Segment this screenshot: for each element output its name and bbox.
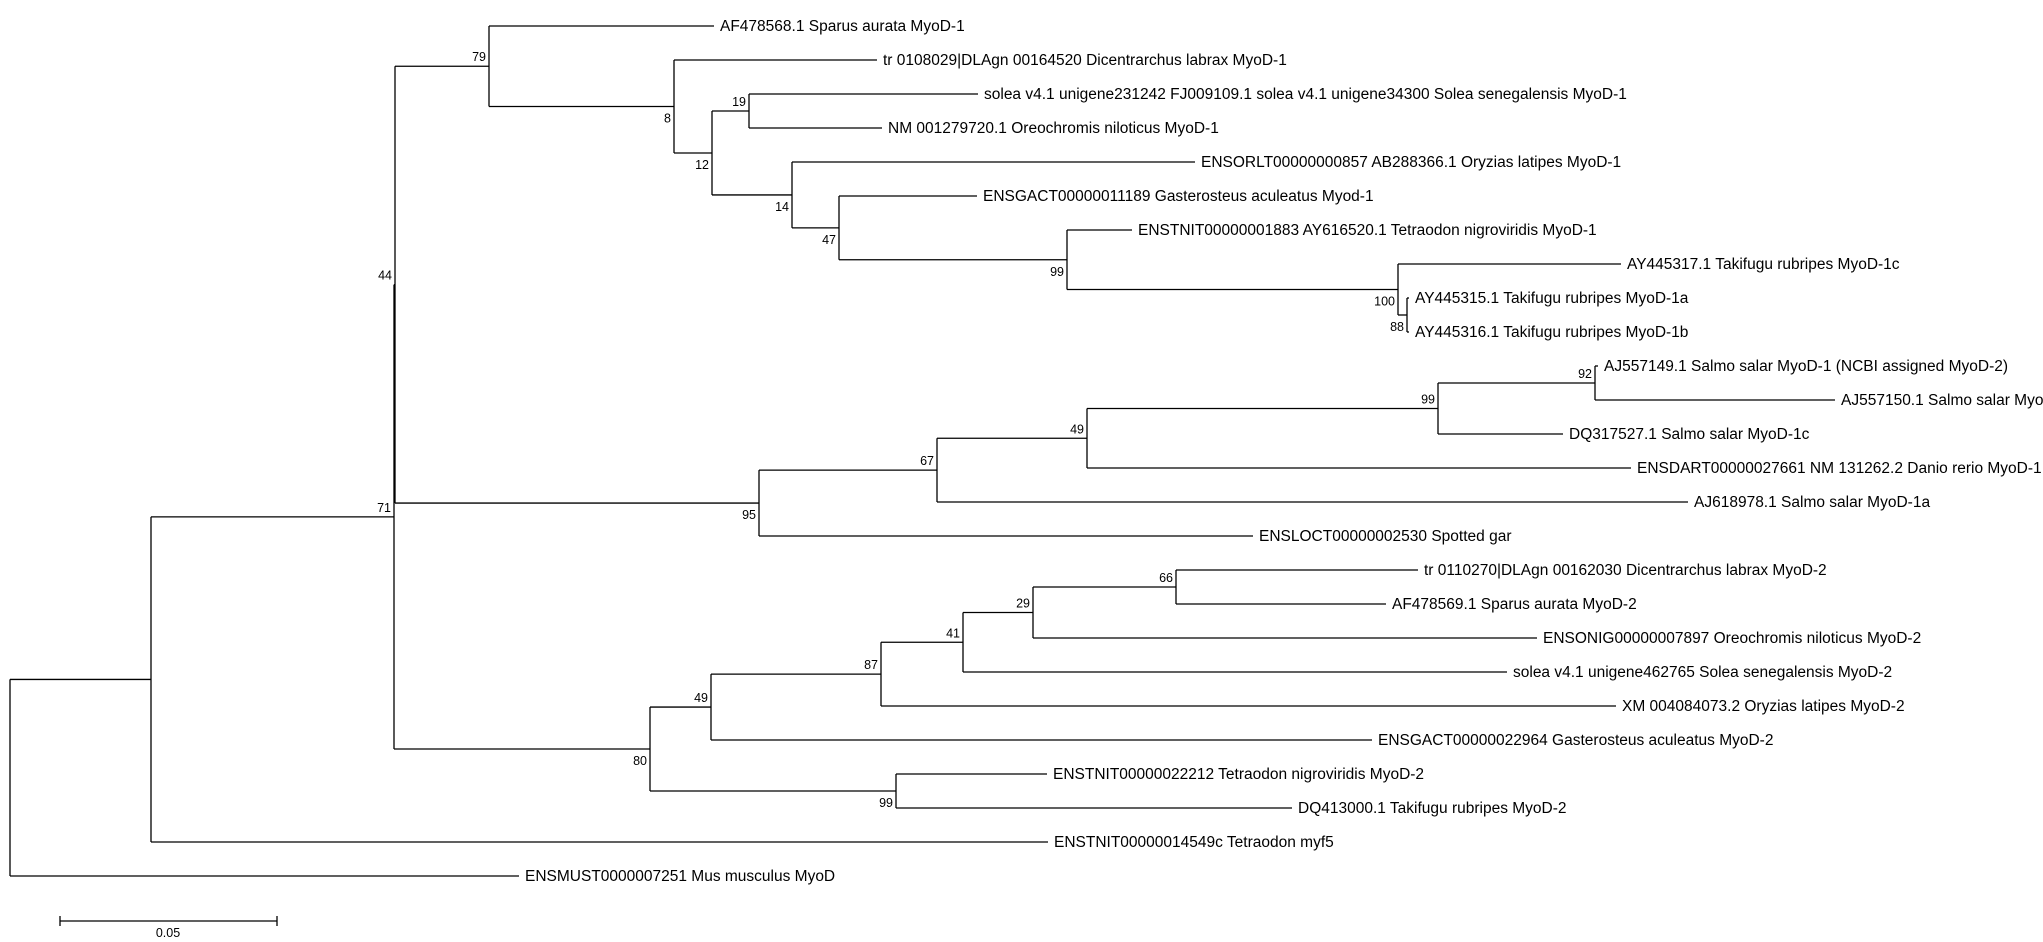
bootstrap-value: 19 [732,95,746,109]
bootstrap-value: 14 [775,200,789,214]
taxon-label-mus: ENSMUST0000007251 Mus musculus MyoD [525,868,835,885]
bootstrap-value: 71 [377,501,391,515]
taxon-label-salmo1b: AJ557150.1 Salmo salar MyoD-1b [1841,392,2043,409]
bootstrap-value: 66 [1159,571,1173,585]
taxon-label-salmo_ncbi: AJ557149.1 Salmo salar MyoD-1 (NCBI assi… [1604,358,2008,375]
taxon-label-sparus2: AF478569.1 Sparus aurata MyoD-2 [1392,596,1637,613]
taxon-label-oryz1: ENSORLT00000000857 AB288366.1 Oryzias la… [1201,154,1621,171]
bootstrap-value: 99 [879,796,893,810]
taxon-label-dicen2: tr 0110270|DLAgn 00162030 Dicentrarchus … [1424,562,1827,579]
taxon-label-salmo1a: AJ618978.1 Salmo salar MyoD-1a [1694,494,1930,511]
taxon-label-danio: ENSDART00000027661 NM 131262.2 Danio rer… [1637,460,2042,477]
taxon-label-taki2: DQ413000.1 Takifugu rubripes MyoD-2 [1298,800,1567,817]
bootstrap-value: 29 [1016,597,1030,611]
scale-bar-label: 0.05 [156,926,180,940]
taxon-label-gast1: ENSGACT00000011189 Gasterosteus aculeatu… [983,188,1374,205]
bootstrap-value: 49 [1070,422,1084,436]
taxon-label-gast2: ENSGACT00000022964 Gasterosteus aculeatu… [1378,732,1773,749]
bootstrap-value: 67 [920,454,934,468]
bootstrap-value: 88 [1390,320,1404,334]
taxon-label-myf5: ENSTNIT00000014549c Tetraodon myf5 [1054,834,1334,851]
tree-branches [9,25,1835,877]
bootstrap-value: 47 [822,233,836,247]
taxon-label-tetra2: ENSTNIT00000022212 Tetraodon nigroviridi… [1053,766,1424,783]
bootstrap-value: 44 [378,269,392,283]
bootstrap-value: 80 [633,754,647,768]
bootstrap-value: 99 [1050,265,1064,279]
taxon-label-solea1: solea v4.1 unigene231242 FJ009109.1 sole… [984,86,1627,103]
taxon-label-salmo1c: DQ317527.1 Salmo salar MyoD-1c [1569,426,1810,443]
taxon-label-tetra1: ENSTNIT00000001883 AY616520.1 Tetraodon … [1138,222,1597,239]
bootstrap-value: 8 [664,111,671,125]
bootstrap-value: 100 [1374,295,1395,309]
taxon-label-solea2: solea v4.1 unigene462765 Solea senegalen… [1513,664,1892,681]
bootstrap-value: 79 [472,50,486,64]
taxon-label-dicen1: tr 0108029|DLAgn 00164520 Dicentrarchus … [883,52,1287,69]
taxon-label-sparus1: AF478568.1 Sparus aurata MyoD-1 [720,18,965,35]
taxon-label-oreo2: ENSONIG00000007897 Oreochromis niloticus… [1543,630,1921,647]
bootstrap-value: 41 [946,626,960,640]
taxon-label-gar: ENSLOCT00000002530 Spotted gar [1259,528,1511,545]
taxon-label-taki1c: AY445317.1 Takifugu rubripes MyoD-1c [1627,256,1900,273]
bootstrap-value: 92 [1578,367,1592,381]
bootstrap-value: 95 [742,508,756,522]
bootstrap-value: 87 [864,658,878,672]
bootstrap-value: 49 [694,691,708,705]
taxon-label-oryz2: XM 004084073.2 Oryzias latipes MyoD-2 [1622,698,1905,715]
bootstrap-value: 99 [1421,393,1435,407]
scale-bar: 0.05 [59,916,278,940]
taxon-label-oreo1: NM 001279720.1 Oreochromis niloticus Myo… [888,120,1219,137]
taxon-label-taki1b: AY445316.1 Takifugu rubripes MyoD-1b [1415,324,1688,341]
bootstrap-value: 12 [695,158,709,172]
tree-labels: AF478568.1 Sparus aurata MyoD-1 tr 010802… [377,18,2043,885]
taxon-label-taki1a: AY445315.1 Takifugu rubripes MyoD-1a [1415,290,1689,307]
